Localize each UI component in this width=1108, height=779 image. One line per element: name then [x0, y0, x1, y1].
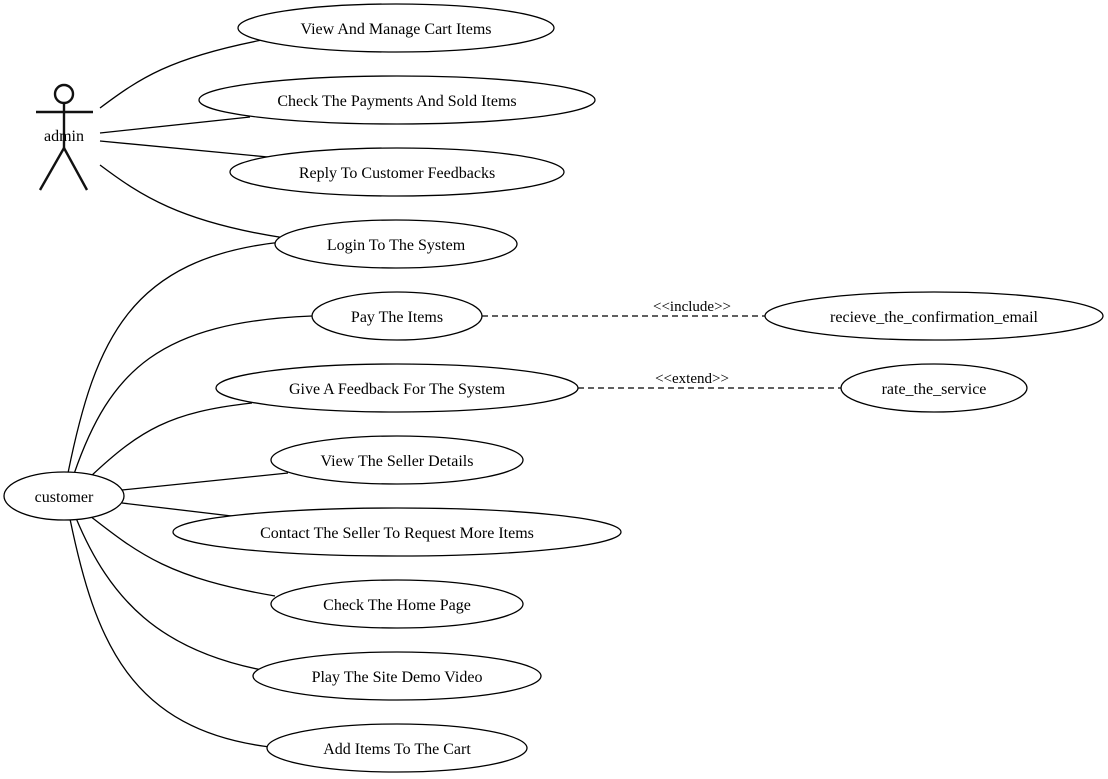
edge-customer-login	[67, 241, 283, 474]
edge-customer-add-items	[69, 518, 271, 748]
actor-customer-label: customer	[35, 489, 94, 506]
use-case-label: Give A Feedback For The System	[289, 381, 506, 398]
use-case-rate-service[interactable]: rate_the_service	[840, 363, 1028, 413]
use-case-label: Check The Home Page	[323, 597, 471, 614]
use-case-add-items[interactable]: Add Items To The Cart	[266, 723, 528, 773]
use-case-view-seller[interactable]: View The Seller Details	[270, 435, 524, 485]
edge-admin-check-payments	[99, 116, 251, 134]
use-case-label: rate_the_service	[882, 381, 987, 398]
edge-admin-login	[99, 164, 286, 239]
actor-customer-shape	[3, 471, 125, 521]
extend-label: <<extend>>	[655, 371, 729, 387]
edge-customer-contact-seller	[121, 502, 241, 518]
edge-customer-pay-items	[73, 315, 313, 475]
use-case-label: Login To The System	[327, 237, 466, 254]
use-case-label: View The Seller Details	[321, 453, 474, 470]
actor-admin[interactable]: admin	[36, 83, 93, 191]
use-case-login[interactable]: Login To The System	[274, 219, 518, 269]
use-case-pay-items[interactable]: Pay The Items	[311, 291, 483, 341]
actor-admin-label: admin	[44, 128, 84, 145]
use-case-label: Reply To Customer Feedbacks	[299, 165, 495, 182]
use-case-label: Add Items To The Cart	[323, 741, 471, 758]
actor-customer[interactable]: customer	[3, 471, 125, 521]
use-case-label: Contact The Seller To Request More Items	[260, 525, 534, 542]
edge-customer-demo-video	[75, 517, 263, 671]
edge-customer-home-page	[89, 515, 276, 597]
use-case-label: Play The Site Demo Video	[312, 669, 483, 686]
use-case-give-feedback[interactable]: Give A Feedback For The System	[215, 363, 579, 413]
edge-admin-reply-feedbacks	[99, 140, 269, 158]
edge-admin-view-cart	[99, 39, 263, 109]
use-case-view-cart[interactable]: View And Manage Cart Items	[237, 3, 555, 53]
use-case-confirmation-email[interactable]: recieve_the_confirmation_email	[764, 291, 1104, 341]
stick-figure-icon	[36, 83, 93, 191]
use-case-reply-feedbacks[interactable]: Reply To Customer Feedbacks	[229, 147, 565, 197]
use-case-contact-seller[interactable]: Contact The Seller To Request More Items	[172, 507, 622, 557]
use-case-home-page[interactable]: Check The Home Page	[270, 579, 524, 629]
use-case-demo-video[interactable]: Play The Site Demo Video	[252, 651, 542, 701]
dependency-edges: <<include>> <<extend>>	[482, 299, 843, 389]
use-case-check-payments[interactable]: Check The Payments And Sold Items	[198, 75, 596, 125]
use-case-label: recieve_the_confirmation_email	[830, 309, 1038, 326]
edge-customer-give-feedback	[89, 402, 253, 478]
association-edges	[67, 39, 313, 748]
use-case-label: Check The Payments And Sold Items	[277, 93, 516, 110]
use-case-label: View And Manage Cart Items	[301, 21, 492, 38]
edge-customer-view-seller	[121, 472, 289, 491]
include-label: <<include>>	[653, 299, 731, 315]
use-case-label: Pay The Items	[351, 309, 443, 326]
